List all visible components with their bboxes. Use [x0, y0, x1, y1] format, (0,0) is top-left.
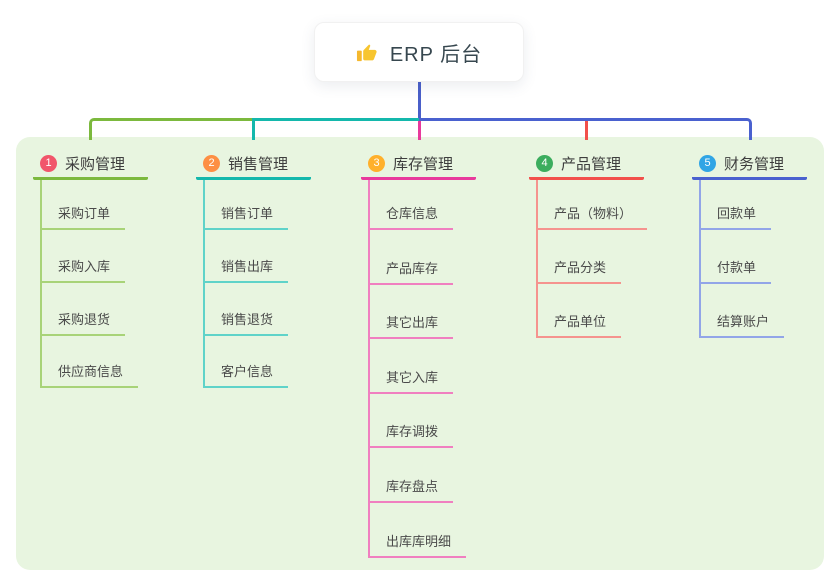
child-topic[interactable]: 仓库信息 [368, 205, 454, 230]
child-topic[interactable]: 销售出库 [203, 258, 289, 283]
child-topic[interactable]: 产品（物料） [536, 205, 648, 230]
child-topic[interactable]: 采购订单 [40, 205, 126, 230]
child-topic[interactable]: 采购退货 [40, 311, 126, 336]
branch-child-line [699, 180, 701, 338]
branch-child-line [40, 180, 42, 389]
branch-topic-1[interactable]: 1 采购管理 [33, 150, 148, 180]
child-topic[interactable]: 采购入库 [40, 258, 126, 283]
child-topic[interactable]: 产品分类 [536, 259, 622, 284]
connector-root-drop [417, 82, 421, 118]
child-topic[interactable]: 客户信息 [203, 363, 289, 389]
child-topic[interactable]: 结算账户 [699, 313, 785, 338]
branch-index-badge: 3 [368, 155, 385, 172]
branch-topic-4[interactable]: 4 产品管理 [529, 150, 644, 180]
child-topic[interactable]: 其它出库 [368, 314, 454, 340]
child-topic[interactable]: 其它入库 [368, 369, 454, 394]
root-node[interactable]: ERP 后台 [314, 22, 524, 82]
child-topic[interactable]: 销售订单 [203, 205, 289, 230]
branch-index-badge: 4 [536, 155, 553, 172]
branch-child-line [368, 180, 370, 558]
child-topic[interactable]: 回款单 [699, 205, 772, 230]
branch-label: 产品管理 [561, 156, 622, 173]
branch-index-badge: 1 [40, 155, 57, 172]
branch-topic-3[interactable]: 3 库存管理 [361, 150, 476, 180]
branch-label: 库存管理 [393, 156, 454, 173]
child-topic[interactable]: 库存盘点 [368, 478, 454, 503]
branch-child-line [203, 180, 205, 389]
branch-topic-5[interactable]: 5 财务管理 [692, 150, 807, 180]
branch-topic-2[interactable]: 2 销售管理 [196, 150, 311, 180]
branch-label: 销售管理 [228, 156, 289, 173]
root-label: ERP 后台 [389, 43, 483, 66]
child-topic[interactable]: 销售退货 [203, 311, 289, 336]
child-topic[interactable]: 付款单 [699, 259, 772, 284]
branch-index-badge: 2 [203, 155, 220, 172]
branch-index-badge: 5 [699, 155, 716, 172]
child-topic[interactable]: 出库库明细 [368, 533, 467, 558]
child-topic[interactable]: 产品库存 [368, 260, 454, 285]
branch-label: 财务管理 [724, 156, 785, 173]
branches-panel [16, 137, 824, 570]
branch-label: 采购管理 [65, 156, 126, 173]
child-topic[interactable]: 供应商信息 [40, 363, 139, 389]
branch-child-line [536, 180, 538, 338]
child-topic[interactable]: 产品单位 [536, 313, 622, 338]
child-topic[interactable]: 库存调拨 [368, 423, 454, 449]
thumbs-up-icon [356, 41, 379, 64]
